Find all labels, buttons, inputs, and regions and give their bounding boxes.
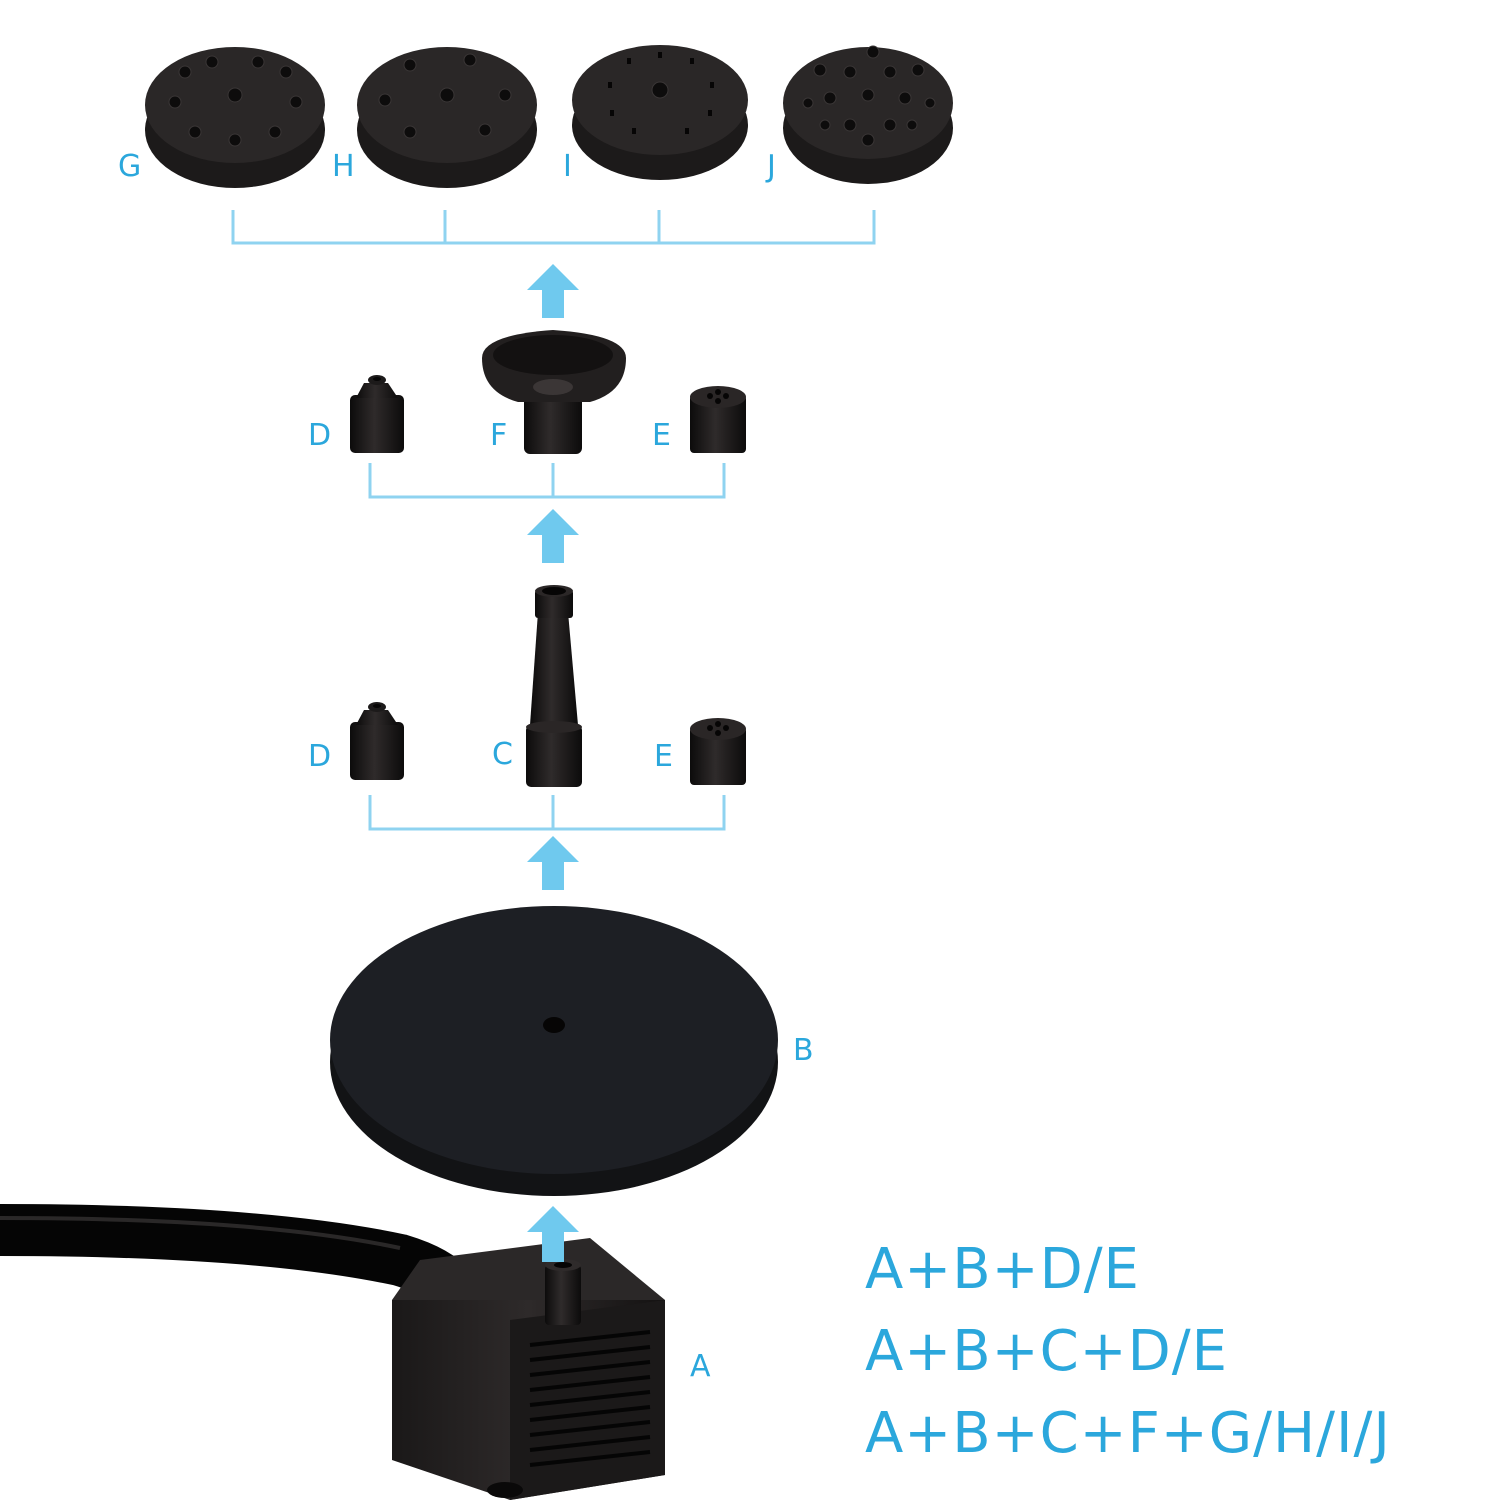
nozzle-head-i: [572, 45, 748, 180]
label-h: H: [332, 149, 355, 184]
nozzle-head-h: [357, 47, 537, 188]
label-c: C: [492, 737, 513, 772]
arrow-up-icon: [527, 836, 579, 890]
bracket-lower-nozzles: [368, 795, 726, 831]
arrow-up-icon: [527, 1206, 579, 1262]
nozzle-d-upper: [350, 375, 404, 453]
label-d-upper: D: [308, 418, 331, 453]
label-j: J: [765, 149, 776, 184]
nozzle-e-lower: [690, 718, 746, 785]
label-b: B: [793, 1033, 814, 1068]
combination-2: A+B+C+D/E: [865, 1319, 1228, 1384]
nozzle-head-j: [783, 45, 953, 184]
arrow-up-icon: [527, 264, 579, 318]
extension-tube-c: [526, 585, 582, 787]
label-a: A: [690, 1349, 711, 1384]
arrow-up-icon: [527, 509, 579, 563]
nozzle-e-upper: [690, 386, 746, 453]
label-e-lower: E: [654, 739, 673, 774]
bracket-upper-nozzles: [368, 463, 726, 499]
label-i: I: [563, 149, 572, 184]
combination-3: A+B+C+F+G/H/I/J: [865, 1401, 1391, 1466]
label-d-lower: D: [308, 739, 331, 774]
nozzle-head-g: [145, 47, 325, 188]
nozzle-d-lower: [350, 702, 404, 780]
funnel-f: [482, 330, 626, 454]
label-f: F: [490, 418, 507, 453]
foam-float-b: [330, 906, 778, 1196]
label-g: G: [118, 149, 141, 184]
label-e-upper: E: [652, 418, 671, 453]
water-pump-a: [0, 1204, 665, 1500]
bracket-heads: [231, 210, 876, 245]
combination-1: A+B+D/E: [865, 1237, 1140, 1302]
